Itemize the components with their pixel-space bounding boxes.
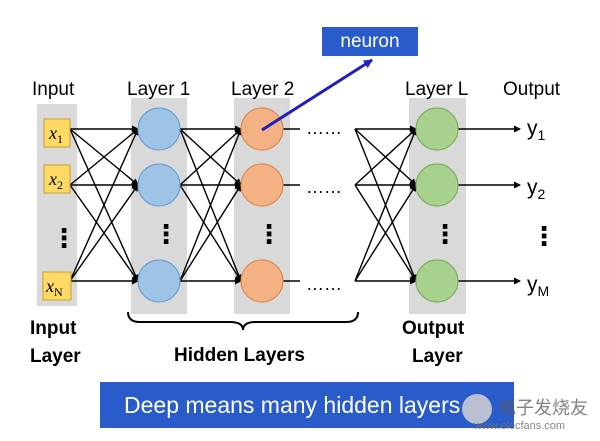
edge-ellipsis2-lLn0 <box>354 128 418 282</box>
header-layerL: Layer L <box>405 79 468 100</box>
output-vertical-ellipsis: ⋮ <box>531 221 557 251</box>
neuron-callout-label: neuron <box>340 30 400 52</box>
hidden-ellipsis-2: …… <box>306 177 342 197</box>
header-input: Input <box>32 79 75 100</box>
layer2-neuron-3 <box>240 259 284 303</box>
layerL-neuron-2 <box>415 163 459 207</box>
layer1-neuron-2 <box>137 163 181 207</box>
header-layer2: Layer 2 <box>231 79 294 100</box>
edge-l1n2-l2n0 <box>179 128 243 282</box>
layer2-neuron-2 <box>240 163 284 207</box>
hidden-layers-brace <box>127 311 359 331</box>
output-layer-label-line2: Layer <box>412 346 463 367</box>
output-y1: y1 <box>527 117 546 143</box>
layer1-neuron-3 <box>137 259 181 303</box>
neuron-callout-arrow <box>261 58 373 132</box>
watermark-url: www.elecfans.com <box>474 420 566 432</box>
hidden-ellipsis-3: …… <box>306 274 342 294</box>
connections-layer1-to-layer2 <box>179 125 243 285</box>
layerL-neuron-1 <box>415 107 459 151</box>
hidden-layers-label: Hidden Layers <box>174 345 305 366</box>
edge-l1n1-l2n0 <box>179 128 242 186</box>
hidden-ellipsis-1: …… <box>306 118 342 138</box>
layer1-neuron-1 <box>137 107 181 151</box>
header-output: Output <box>503 79 561 100</box>
input-layer-label-line1: Input <box>30 318 77 339</box>
input-xN: xN <box>42 271 72 301</box>
edge-l1n2-l2n1 <box>179 184 242 282</box>
layerL-vertical-ellipsis: ⋮ <box>432 219 458 249</box>
svg-text:xN: xN <box>45 276 63 299</box>
edge-ellipsis1-lLn0 <box>354 128 417 186</box>
connections-ellipsis-to-layerL <box>354 125 418 285</box>
layerL-neuron-3 <box>415 259 459 303</box>
output-layer-label-line1: Output <box>402 318 465 339</box>
svg-text:x2: x2 <box>48 169 63 192</box>
header-layer1: Layer 1 <box>127 79 190 100</box>
layer2-vertical-ellipsis: ⋮ <box>256 219 282 249</box>
output-yM: yM <box>527 273 549 299</box>
watermark: 电子发烧友 www.elecfans.com <box>462 388 598 438</box>
watermark-text: 电子发烧友 <box>498 398 588 419</box>
layer1-vertical-ellipsis: ⋮ <box>153 219 179 249</box>
watermark-logo-icon <box>462 394 492 424</box>
neuron-nodes <box>137 107 459 303</box>
input-vertical-ellipsis: ⋮ <box>51 223 77 253</box>
output-y2: y2 <box>527 176 546 202</box>
connections-layer2-to-ellipsis <box>283 128 300 282</box>
neuron-callout-box: neuron <box>322 27 418 56</box>
connections-input-to-layer1 <box>69 125 139 285</box>
edge-ellipsis2-lLn1 <box>354 184 417 282</box>
input-x1: x1 <box>43 118 71 148</box>
input-x2: x2 <box>43 164 71 194</box>
deep-hidden-layers-banner: Deep means many hidden layers <box>100 382 514 428</box>
connections-layerL-to-output <box>458 125 521 285</box>
banner-text: Deep means many hidden layers <box>124 391 461 418</box>
input-layer-label-line2: Layer <box>30 346 81 367</box>
edge-input1-l1n0 <box>69 128 139 186</box>
edge-input2-l1n0 <box>69 128 139 282</box>
svg-text:x1: x1 <box>48 123 63 146</box>
edge-input2-l1n1 <box>69 184 139 282</box>
